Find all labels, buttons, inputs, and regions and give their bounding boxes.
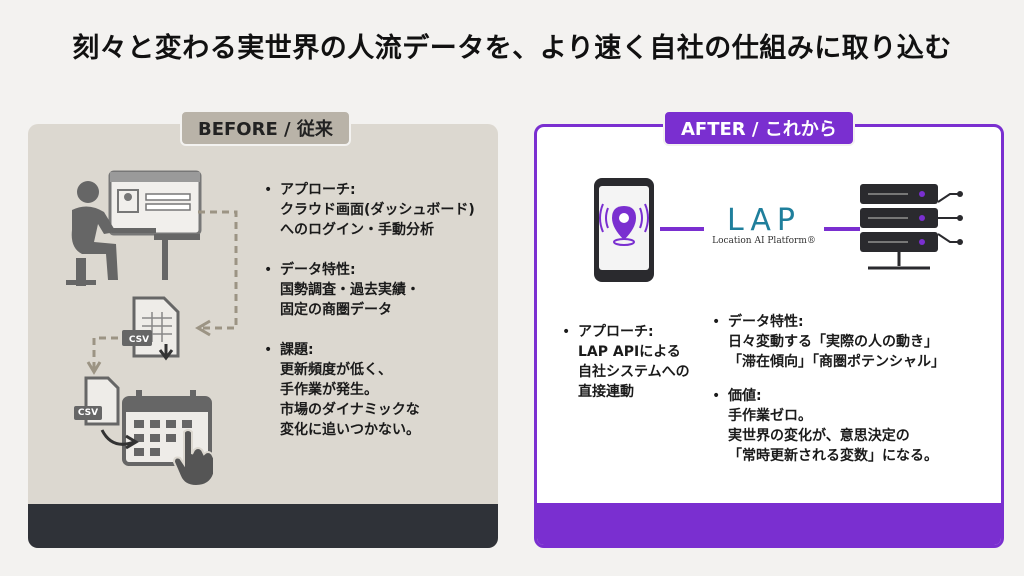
before-bullet-issue: 課題: 更新頻度が低く、 手作業が発生。 市場のダイナミックな 変化に追いつかな… [264, 340, 494, 440]
lap-logo-subtitle: Location AI Platform® [712, 236, 816, 246]
before-bullets: アプローチ: クラウド画面(ダッシュボード) へのログイン・手動分析 データ特性… [264, 180, 494, 460]
lap-logo-backdrop [704, 202, 824, 248]
csv-label-2: CSV [77, 408, 99, 418]
page-title: 刻々と変わる実世界の人流データを、より速く自社の仕組みに取り込む [72, 33, 952, 64]
flow-arrow-2 [86, 336, 118, 375]
server-rack-icon [860, 184, 963, 270]
before-bullet-data: データ特性: 国勢調査・過去実績・ 固定の商圏データ [264, 260, 494, 320]
before-footer-bar [28, 504, 498, 548]
after-footer-bar [537, 503, 1001, 545]
lap-logo: LAP Location AI Platform® [704, 203, 824, 247]
after-bullet-value: 価値: 手作業ゼロ。 実世界の変化が、意思決定の 「常時更新される変数」になる。 [712, 386, 992, 466]
before-tag: BEFORE / 従来 [180, 110, 351, 146]
csv-file-icon [122, 296, 180, 361]
lap-logo-text: LAP [726, 203, 801, 238]
csv-label-1: CSV [128, 335, 150, 345]
after-bullets: データ特性: 日々変動する「実際の人の動き」 「滞在傾向」「商圏ポテンシャル」 … [712, 312, 992, 486]
pointer-hand-icon [172, 429, 215, 488]
after-approach: アプローチ: LAP APIによる 自社システムへの 直接連動 [562, 322, 712, 422]
after-bullet-approach: アプローチ: LAP APIによる 自社システムへの 直接連動 [562, 322, 712, 402]
before-bullet-approach: アプローチ: クラウド画面(ダッシュボード) へのログイン・手動分析 [264, 180, 494, 240]
smartphone-location-icon [594, 178, 654, 282]
after-tag: AFTER / これから [663, 110, 855, 146]
after-bullet-data: データ特性: 日々変動する「実際の人の動き」 「滞在傾向」「商圏ポテンシャル」 [712, 312, 992, 372]
flow-arrow-1 [195, 210, 238, 337]
person-at-computer-icon [66, 170, 202, 286]
